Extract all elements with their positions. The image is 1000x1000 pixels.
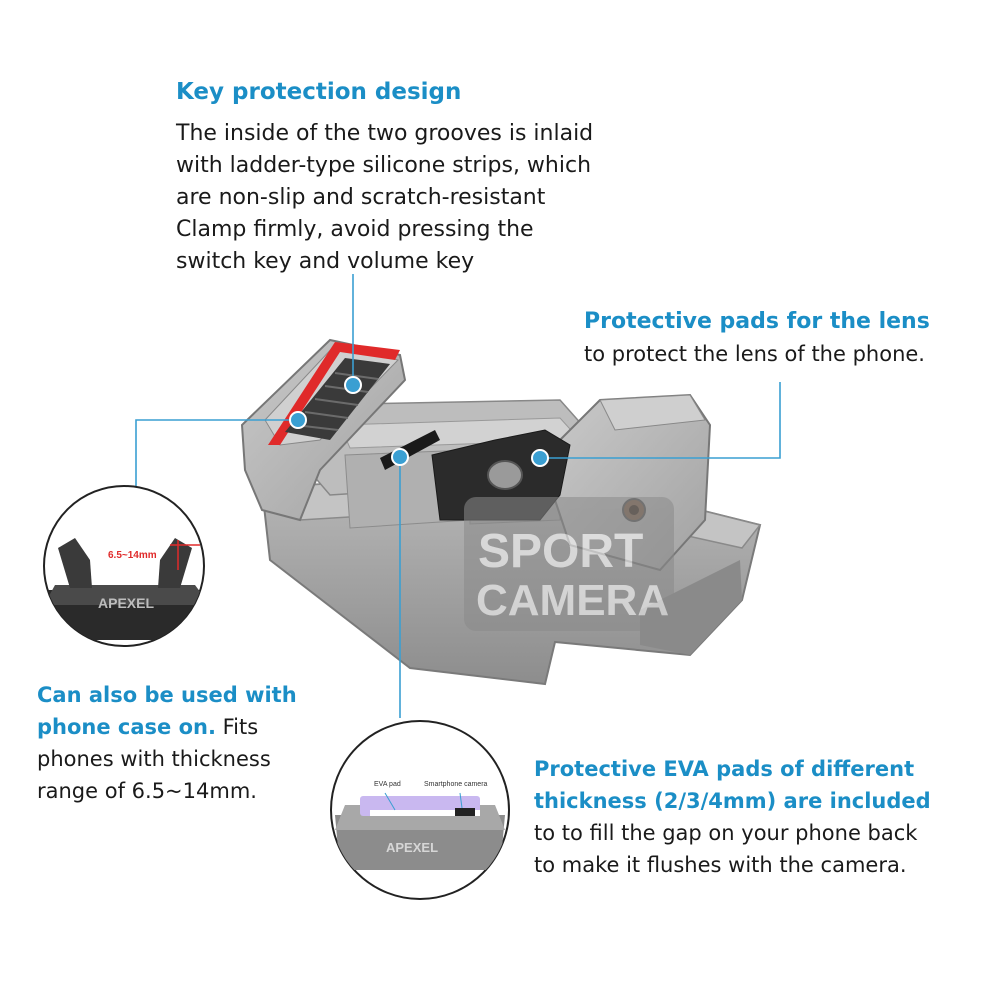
inset-clamp-circle: 6.5~14mm APEXEL [43,485,205,647]
eva-pads-heading: Protective EVA pads of different [534,757,915,781]
inset-eva-circle: EVA pad Smartphone camera APEXEL [330,720,510,900]
watermark-line2: CAMERA [476,576,669,625]
callout-clamp [135,419,298,488]
callout-lens [540,382,781,459]
phone-case-line: phone case on. Fits [37,712,258,744]
eva-pads-line: to make it flushes with the camera. [534,853,907,877]
key-protection-line: The inside of the two grooves is inlaid [176,121,594,146]
callout-dots [289,376,549,467]
phone-case-line: range of 6.5~14mm. [37,779,257,803]
key-protection-heading: Key protection design [176,79,462,105]
lens-pads-heading: Protective pads for the lens [584,309,930,334]
eva-pad-label: EVA pad [374,781,401,788]
inset-dimension: 6.5~14mm [108,550,157,561]
silicone-strip [268,342,400,445]
ladder-strip [285,358,390,440]
watermark-line1: SPORT [478,525,643,578]
phone-case-heading-end: phone case on. [37,715,216,739]
callout-lines [135,274,781,718]
phone-case-fits: Fits [215,715,259,739]
inset-eva-brand: APEXEL [386,840,438,855]
eva-pads-line: to to fill the gap on your phone back [534,821,918,845]
key-protection-line: with ladder-type silicone strips, which [176,153,592,178]
watermark: SPORT CAMERA [464,497,674,631]
key-protection-line: are non-slip and scratch-resistant [176,185,546,210]
lens-pads-description: to protect the lens of the phone. [584,342,925,366]
phone-case-line: phones with thickness [37,747,271,771]
left-clamp-arm [240,338,407,522]
key-protection-line: switch key and volume key [176,249,475,274]
inset-brand: APEXEL [98,595,154,611]
smartphone-camera-label: Smartphone camera [424,781,488,788]
key-protection-line: Clamp firmly, avoid pressing the [176,217,534,242]
lens-hole [487,460,523,490]
phone-case-heading: Can also be used with [37,683,297,707]
eva-pads-heading: thickness (2/3/4mm) are included [534,789,931,813]
